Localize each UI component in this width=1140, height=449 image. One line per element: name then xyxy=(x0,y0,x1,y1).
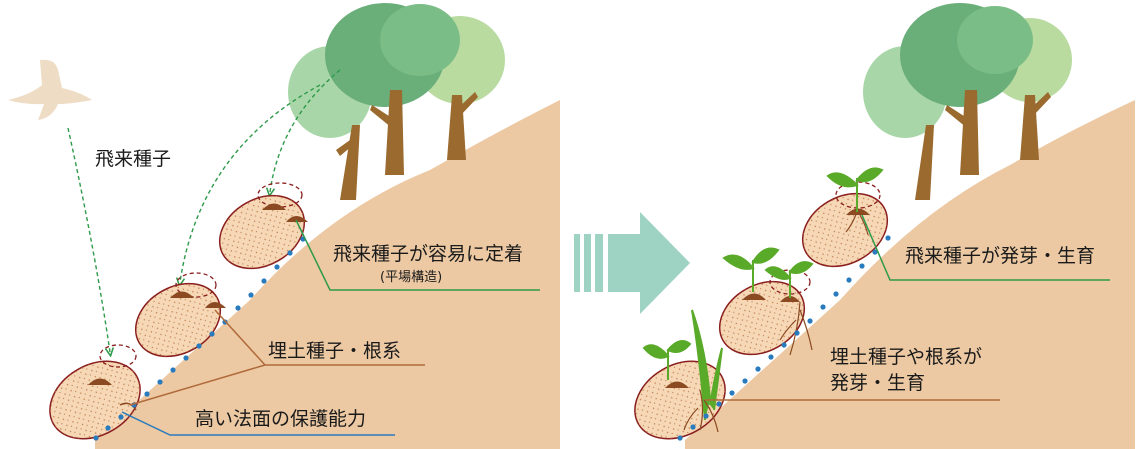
label-flying-seed: 飛来種子 xyxy=(95,148,172,170)
left-pockets xyxy=(49,182,308,440)
label-buried: 埋土種子・根系 xyxy=(268,340,402,362)
leader-settle xyxy=(295,219,540,291)
seed-path-2 xyxy=(180,84,321,282)
label-protect: 高い法面の保護能力 xyxy=(195,408,367,430)
sprouts xyxy=(642,167,884,421)
leader-protect xyxy=(121,411,395,436)
label-germinate-buried-2: 発芽・生育 xyxy=(830,372,926,394)
roots xyxy=(683,211,869,433)
label-germinate-flying: 飛来種子が発芽・生育 xyxy=(905,245,1096,267)
label-germinate-buried-1: 埋土種子や根系が xyxy=(830,346,983,368)
seed-path-3 xyxy=(270,69,341,192)
label-settle: 飛来種子が容易に定着 xyxy=(333,243,524,265)
left-hillside xyxy=(95,100,560,449)
right-trees xyxy=(863,3,1072,200)
seed-path-1 xyxy=(67,127,110,352)
leader-buried-2 xyxy=(129,364,266,406)
transition-arrow xyxy=(574,212,690,314)
right-panel xyxy=(634,3,1135,449)
left-trees xyxy=(288,3,505,200)
right-net xyxy=(677,235,891,441)
left-panel xyxy=(8,3,560,449)
right-hillside xyxy=(685,100,1135,449)
leader-germinate-flying xyxy=(861,214,1110,281)
bird-icon xyxy=(8,59,92,120)
label-settle-note: (平場構造) xyxy=(380,270,443,285)
